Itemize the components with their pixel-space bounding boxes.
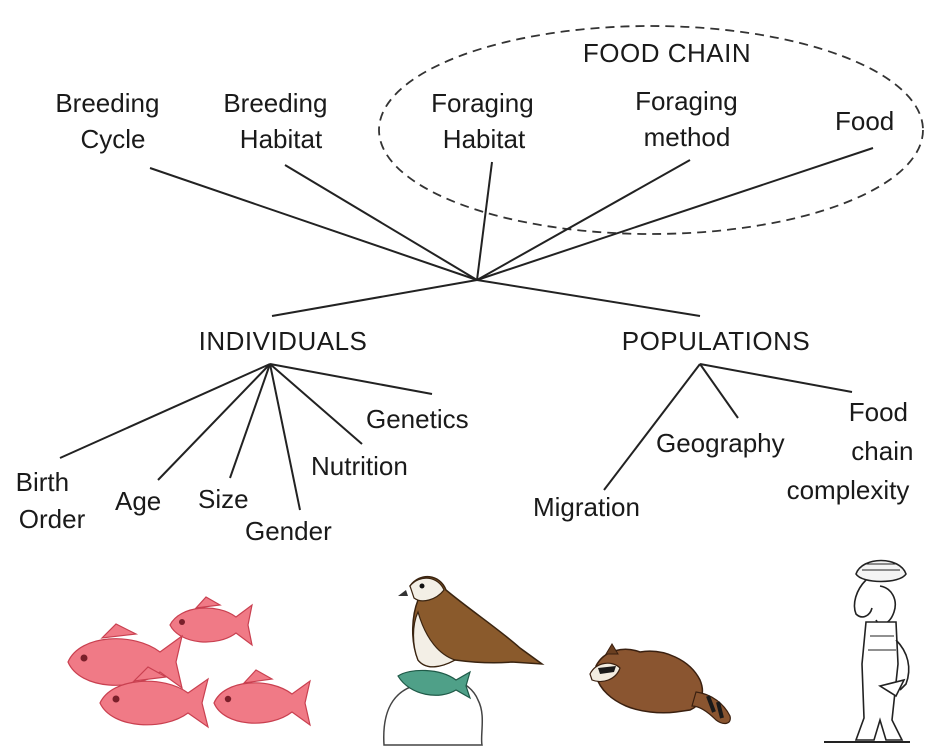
edge-genetics <box>270 364 432 394</box>
raccoon-body <box>596 649 702 712</box>
edge-foraging-habitat <box>477 162 492 280</box>
egyptian-fisherman-illustration <box>824 561 910 743</box>
label-genetics: Genetics <box>366 404 469 434</box>
edge-age <box>158 364 270 480</box>
label-foraging-habitat: Foraging Habitat <box>431 88 541 154</box>
populations-connectors <box>604 364 852 490</box>
edge-size <box>230 364 270 478</box>
label-food-chain-complexity: Food chain complexity <box>787 397 921 505</box>
label-breeding-cycle: Breeding Cycle <box>55 88 166 154</box>
hub-connectors <box>150 148 873 316</box>
fish-icon <box>170 597 252 645</box>
label-gender: Gender <box>245 516 332 546</box>
fish-icon <box>214 670 310 725</box>
label-size: Size <box>198 484 249 514</box>
label-geography: Geography <box>656 428 785 458</box>
individuals-title: INDIVIDUALS <box>199 326 368 356</box>
label-breeding-habitat: Breeding Habitat <box>223 88 334 154</box>
label-food: Food <box>835 106 894 136</box>
edge-migration <box>604 364 700 490</box>
food-chain-title: FOOD CHAIN <box>583 38 751 68</box>
raccoon-illustration <box>590 644 730 723</box>
edge-breeding-cycle <box>150 168 477 280</box>
label-birth-order: Birth Order <box>16 467 86 534</box>
edge-geography <box>700 364 738 418</box>
fish-icon <box>68 624 182 688</box>
fish-school-illustration <box>68 597 310 727</box>
edge-populations <box>477 280 700 316</box>
edge-birth-order <box>60 364 270 458</box>
raccoon-tail <box>692 692 730 723</box>
populations-title: POPULATIONS <box>622 326 811 356</box>
label-migration: Migration <box>533 492 640 522</box>
edge-food-chain-complexity <box>700 364 852 392</box>
label-nutrition: Nutrition <box>311 451 408 481</box>
osprey-illustration <box>384 577 542 745</box>
label-foraging-method: Foraging method <box>635 86 745 152</box>
edge-individuals <box>272 280 477 316</box>
label-age: Age <box>115 486 161 516</box>
edge-breeding-habitat <box>285 165 477 280</box>
